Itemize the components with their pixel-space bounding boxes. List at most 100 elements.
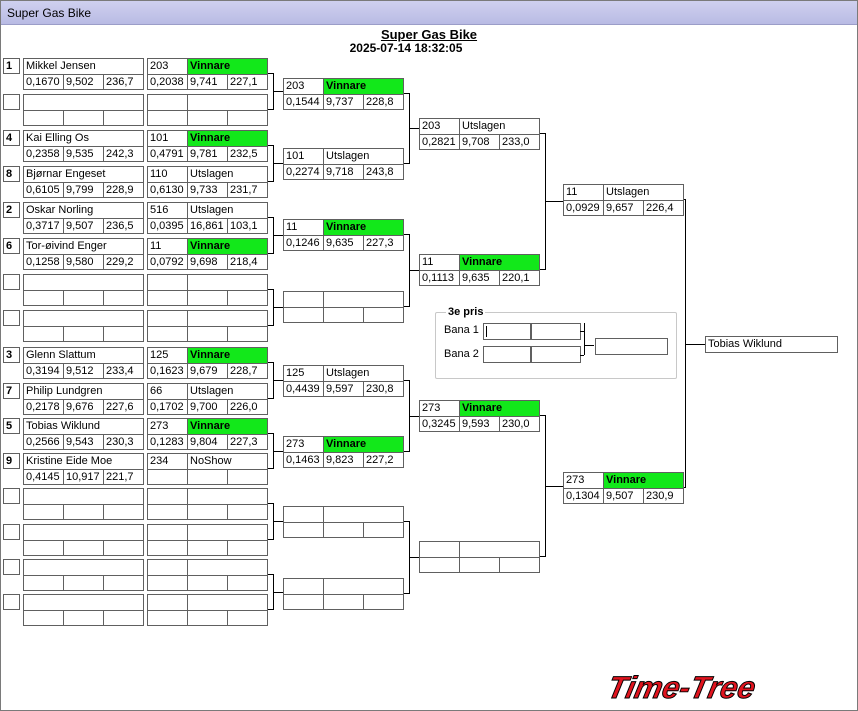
slot-times-row — [24, 575, 143, 590]
elapsed-time — [188, 327, 228, 341]
seed-number: 8 — [3, 166, 20, 182]
entry-status: Vinnare — [324, 437, 403, 452]
bracket-connector — [273, 235, 283, 236]
reaction-time — [24, 611, 64, 625]
top-speed — [104, 505, 143, 519]
lane1-status-input[interactable] — [531, 323, 581, 340]
entry-status: Utslagen — [462, 120, 506, 132]
elapsed-time: 9,799 — [64, 183, 104, 197]
entry-number — [284, 507, 324, 522]
bracket-connector — [268, 609, 274, 610]
elapsed-time: 10,917 — [64, 470, 104, 484]
top-speed: 230,8 — [366, 383, 394, 395]
top-speed: 227,1 — [230, 76, 258, 88]
top-speed: 228,9 — [106, 184, 134, 196]
lane2-status-input[interactable] — [531, 346, 581, 363]
reaction-time: 0,2566 — [24, 435, 64, 449]
lane2-number-input[interactable] — [483, 346, 531, 363]
entry-number: 516 — [148, 203, 188, 218]
third-place-title: 3e pris — [446, 306, 486, 318]
rider-name: Tor-øivind Enger — [26, 240, 107, 252]
top-speed — [228, 111, 267, 125]
top-speed — [228, 291, 267, 305]
elapsed-time: 9,737 — [324, 95, 364, 109]
bracket-slot — [147, 594, 268, 626]
lane2-label: Bana 2 — [444, 348, 479, 360]
entry-status: Utslagen — [326, 367, 370, 379]
bracket-connector — [268, 398, 274, 399]
reaction-time — [24, 541, 64, 555]
top-speed: 221,7 — [106, 471, 134, 483]
entry-status — [188, 275, 267, 290]
entry-number — [420, 542, 460, 557]
seed-number — [3, 274, 20, 290]
slot-times-row — [148, 540, 267, 555]
entry-number: 101 — [284, 149, 324, 164]
top-speed — [228, 505, 267, 519]
reaction-time — [148, 541, 188, 555]
bracket-slot — [23, 488, 144, 520]
bracket-connector — [404, 234, 410, 235]
elapsed-time: 9,733 — [188, 183, 228, 197]
bracket-connector — [540, 556, 546, 557]
entry-status: Utslagen — [606, 186, 650, 198]
top-speed: 233,4 — [106, 365, 134, 377]
entry-status — [188, 525, 267, 540]
elapsed-time — [324, 308, 364, 322]
bracket-connector — [268, 433, 274, 434]
lane1-number-input[interactable] — [483, 323, 531, 340]
entry-number: 203 — [148, 59, 188, 74]
elapsed-time: 9,676 — [64, 400, 104, 414]
rider-name: Philip Lundgren — [26, 385, 103, 397]
top-speed: 227,3 — [230, 436, 258, 448]
seed-number — [3, 559, 20, 575]
bracket-connector — [268, 539, 274, 540]
reaction-time — [148, 611, 188, 625]
rider-name: Mikkel Jensen — [26, 60, 96, 72]
reaction-time — [284, 308, 324, 322]
entry-status — [460, 542, 539, 557]
rider-name — [24, 95, 143, 110]
top-speed: 229,2 — [106, 256, 134, 268]
bracket-slot — [283, 578, 404, 610]
top-speed — [364, 595, 403, 609]
event-datetime: 2025-07-14 18:32:05 — [349, 41, 463, 55]
slot-header-row — [148, 311, 267, 326]
seed-number: 9 — [3, 453, 20, 469]
rider-name — [24, 525, 143, 540]
elapsed-time — [188, 541, 228, 555]
elapsed-time: 9,708 — [460, 135, 500, 149]
seed-number: 7 — [3, 383, 20, 399]
entry-status: Utslagen — [190, 385, 234, 397]
entry-number: 11 — [564, 185, 604, 200]
bracket-slot — [147, 524, 268, 556]
entry-number: 11 — [284, 220, 324, 235]
bracket-slot — [147, 310, 268, 342]
entry-number: 101 — [148, 131, 188, 146]
entry-number: 273 — [564, 473, 604, 488]
slot-times-row — [24, 540, 143, 555]
elapsed-time: 9,635 — [460, 271, 500, 285]
reaction-time — [148, 111, 188, 125]
top-speed: 230,9 — [646, 490, 674, 502]
entry-status: Vinnare — [188, 239, 267, 254]
elapsed-time: 9,804 — [188, 435, 228, 449]
bracket-connector — [540, 269, 546, 270]
bracket-connector — [409, 416, 419, 417]
entry-number — [148, 525, 188, 540]
